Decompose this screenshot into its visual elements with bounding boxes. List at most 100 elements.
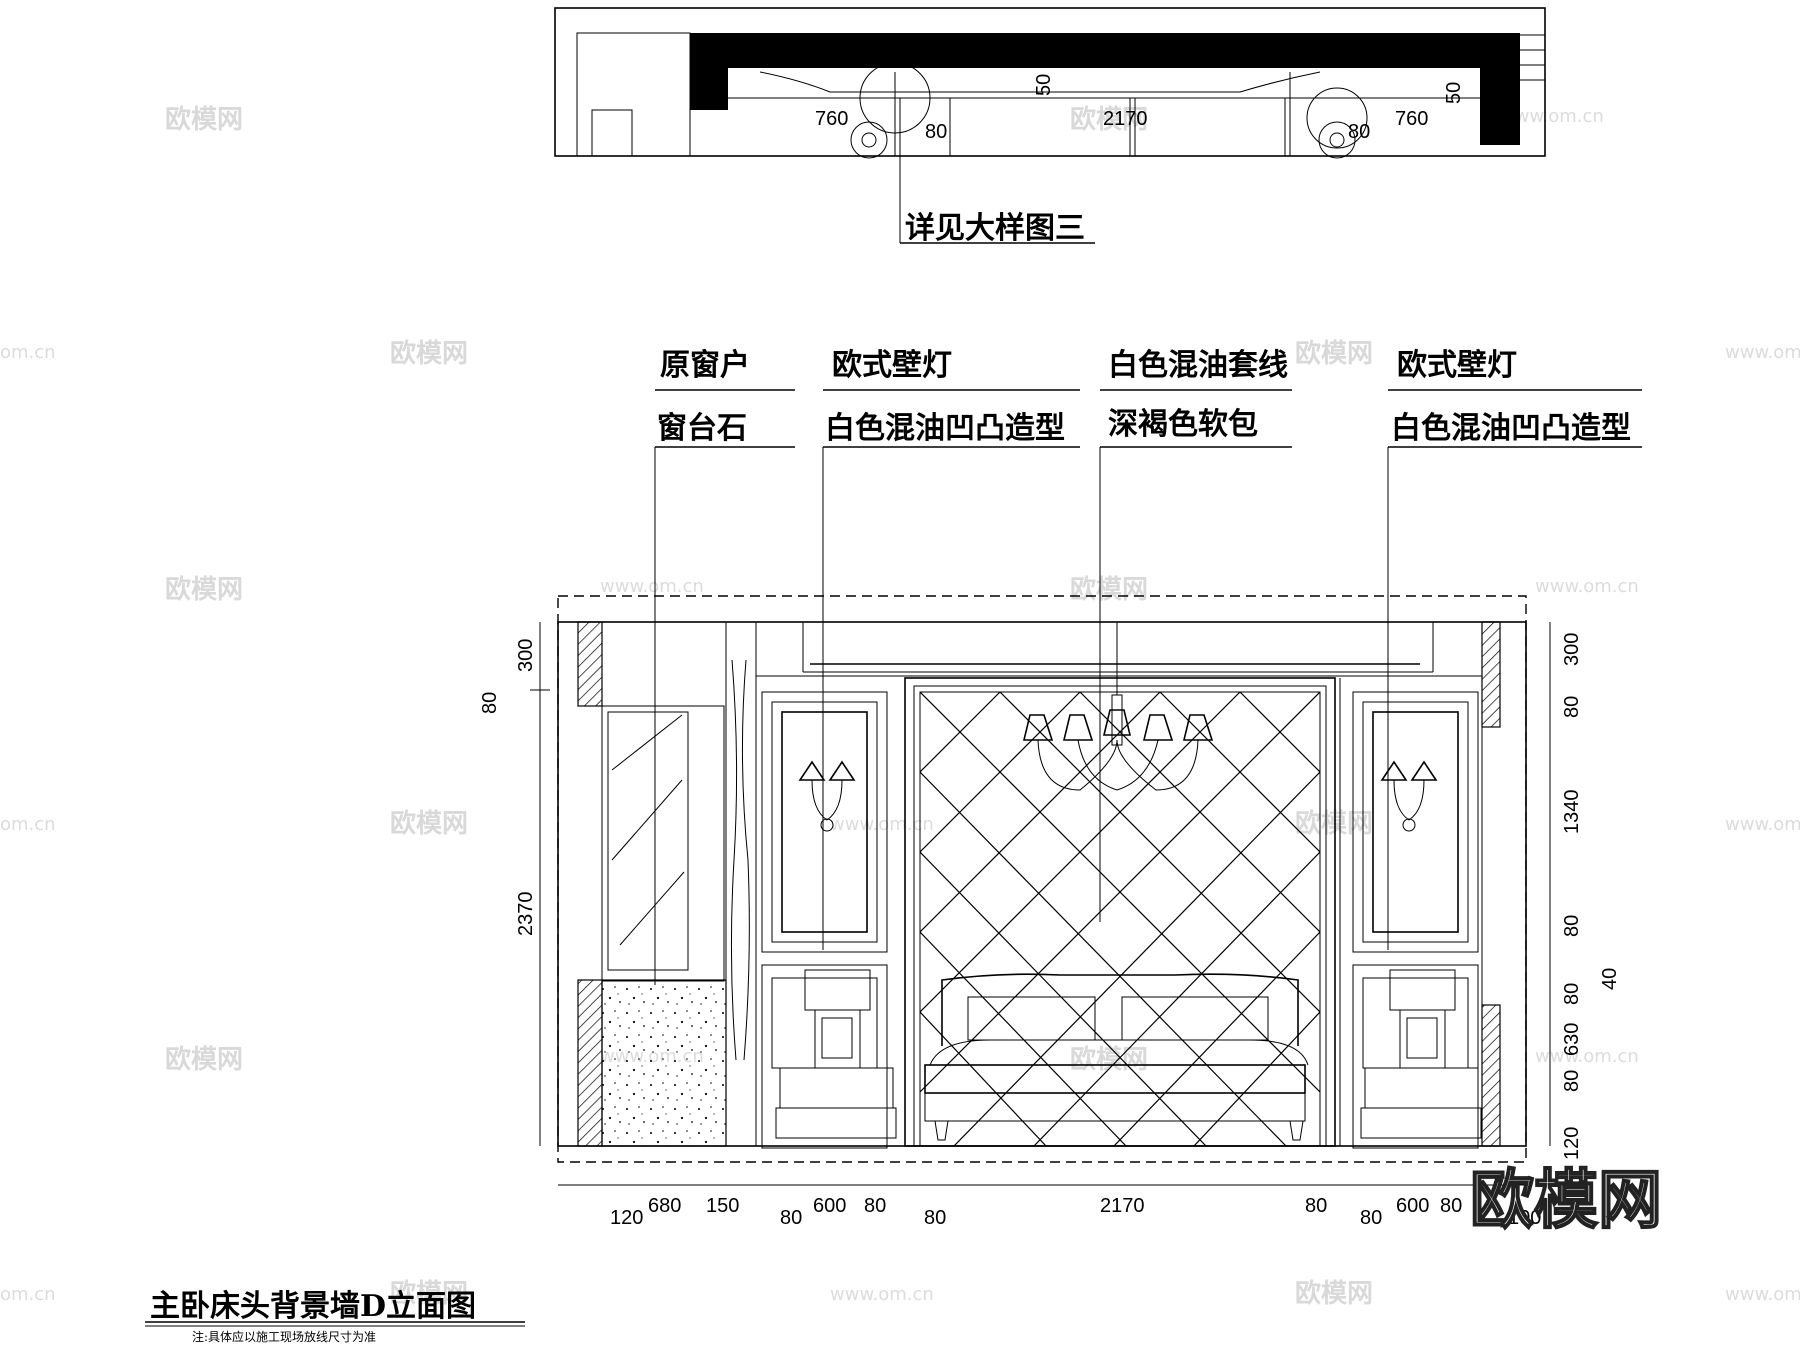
relief-panel-right-lower xyxy=(1352,964,1479,1149)
dim-bottom: 680 xyxy=(648,1195,681,1217)
wall-lamp-right xyxy=(1380,760,1438,832)
plan-bed-edge xyxy=(759,71,1321,93)
relief-panel-left-lower xyxy=(761,964,888,1149)
watermark-url: www.om.cn xyxy=(830,814,934,835)
watermark-brand: 欧模网 xyxy=(1070,574,1148,605)
watermark-brand: 欧模网 xyxy=(165,574,243,605)
label-white-relief-right: 白色混油凹凸造型 xyxy=(1391,411,1631,446)
dim-left: 300 xyxy=(515,639,537,672)
nightstand-left xyxy=(775,969,897,1139)
watermark-brand: 欧模网 xyxy=(1295,808,1373,839)
plan-lamp-right xyxy=(1306,87,1368,159)
wall-hatch-right-bottom xyxy=(1481,1004,1501,1147)
label-white-relief-left: 白色混油凹凸造型 xyxy=(825,411,1065,446)
dim-bottom: 80 xyxy=(864,1195,886,1217)
watermark-url: www.om.cn xyxy=(1535,1046,1639,1067)
dim-left: 2370 xyxy=(515,892,537,937)
watermark-brand: 欧模网 xyxy=(390,808,468,839)
label-wall-lamp-right: 欧式壁灯 xyxy=(1397,348,1517,383)
dim-bottom: 150 xyxy=(706,1195,739,1217)
drawing-title-block: 主卧床头背景墙D立面图 注:具体应以施工现场放线尺寸为准 xyxy=(145,1289,525,1344)
wall-hatch-left-bottom xyxy=(577,979,603,1147)
dim-bottom: 2170 xyxy=(1100,1195,1145,1217)
plan-dim: 80 xyxy=(925,121,947,143)
dim-bottom: 120 xyxy=(610,1207,643,1229)
label-soft-pack: 深褐色软包 xyxy=(1108,407,1258,442)
label-wall-lamp-left: 欧式壁灯 xyxy=(832,348,952,383)
callout-label: 详见大样图三 xyxy=(905,211,1085,246)
watermark-brand: 欧模网 xyxy=(390,338,468,369)
plan-view: 760 80 2170 80 760 50 50 详见大样图三 xyxy=(554,7,1546,246)
material-labels: 原窗户 窗台石 欧式壁灯 白色混油凹凸造型 白色混油套线 深褐色软包 欧式壁灯 … xyxy=(654,348,1642,985)
soft-pack-diamond-grid xyxy=(920,692,1320,1146)
dim-bottom: 100 xyxy=(1508,1207,1541,1229)
plan-dim: 2170 xyxy=(1103,108,1148,130)
plan-dim: 80 xyxy=(1348,121,1370,143)
dim-right: 80 xyxy=(1561,983,1583,1005)
watermark-url: www.om.cn xyxy=(600,576,704,597)
brand-logo: 欧模网 xyxy=(1470,1164,1662,1238)
watermark-url: www.om.cn xyxy=(1725,342,1800,363)
window-frame xyxy=(601,705,725,982)
dim-bottom: 80 xyxy=(1305,1195,1327,1217)
watermark-brand: 欧模网 xyxy=(1295,1278,1373,1309)
window-glass xyxy=(607,711,689,971)
dim-left: 80 xyxy=(479,692,501,714)
dim-bottom: 600 xyxy=(813,1195,846,1217)
dim-right: 80 xyxy=(1561,1070,1583,1092)
watermark-brand: 欧模网 xyxy=(390,1278,468,1309)
plan-window-block xyxy=(576,32,691,157)
dim-right: 120 xyxy=(1561,1127,1583,1160)
dims-left: 300 2370 80 xyxy=(479,622,550,1146)
dim-right: 630 xyxy=(1561,1023,1583,1056)
dim-right: 300 xyxy=(1561,633,1583,666)
drawing-note: 注:具体应以施工现场放线尺寸为准 xyxy=(192,1329,376,1344)
dim-bottom: 80 xyxy=(1360,1207,1382,1229)
watermark-url: om.cn xyxy=(0,1284,56,1305)
watermark-brand: 欧模网 xyxy=(1070,1044,1148,1075)
watermark-url: om.cn xyxy=(0,814,56,835)
watermark-layer: 欧模网 欧模网 www.om.cn om.cn 欧模网 欧模网 www.om.c… xyxy=(0,104,1800,1309)
dim-bottom: 80 xyxy=(924,1207,946,1229)
plan-dim: 760 xyxy=(1395,108,1428,130)
relief-panel-right xyxy=(1352,691,1479,953)
plan-lamp-left xyxy=(850,62,931,159)
dims-bottom: 120 680 150 80 600 80 80 2170 80 80 600 … xyxy=(558,1184,1541,1229)
elevation-view xyxy=(557,595,1527,1163)
wall-hatch-right-top xyxy=(1481,621,1501,728)
window-sill-stone xyxy=(601,979,727,1147)
plan-dim: 760 xyxy=(815,108,848,130)
wall-hatch-left-top xyxy=(577,621,603,707)
watermark-url: www.om.cn xyxy=(1500,106,1604,127)
label-white-trim: 白色混油套线 xyxy=(1108,348,1288,383)
dim-right: 80 xyxy=(1561,915,1583,937)
nightstand-right xyxy=(1360,969,1482,1139)
dim-right: 40 xyxy=(1599,968,1621,990)
bed xyxy=(924,973,1309,1141)
soft-pack-panel xyxy=(919,691,1321,1147)
plan-wall xyxy=(690,33,1520,145)
dim-bottom: 80 xyxy=(1440,1195,1462,1217)
dim-right: 1340 xyxy=(1561,790,1583,835)
watermark-brand: 欧模网 xyxy=(165,104,243,135)
watermark-brand: 欧模网 xyxy=(1295,338,1373,369)
plan-dim: 50 xyxy=(1443,82,1465,104)
watermark-url: www.om.cn xyxy=(1725,814,1800,835)
watermark-url: www.om.cn xyxy=(830,1284,934,1305)
bed-wall-frame xyxy=(904,677,1336,1147)
plan-dim: 50 xyxy=(1033,74,1055,96)
label-sill-stone: 窗台石 xyxy=(657,411,747,446)
label-original-window: 原窗户 xyxy=(660,348,750,383)
wall-lamp-left xyxy=(798,760,856,832)
watermark-url: www.om.cn xyxy=(1725,1284,1800,1305)
watermark-url: www.om.cn xyxy=(1535,576,1639,597)
dim-bottom: 600 xyxy=(1396,1195,1429,1217)
drawing-title: 主卧床头背景墙D立面图 xyxy=(150,1289,476,1324)
dim-right: 80 xyxy=(1561,696,1583,718)
watermark-url: om.cn xyxy=(0,342,56,363)
dim-bottom: 80 xyxy=(780,1207,802,1229)
curtain-panel xyxy=(725,621,757,1147)
watermark-brand: 欧模网 xyxy=(165,1044,243,1075)
dims-right: 300 80 1340 80 40 80 630 80 120 xyxy=(1549,622,1621,1160)
